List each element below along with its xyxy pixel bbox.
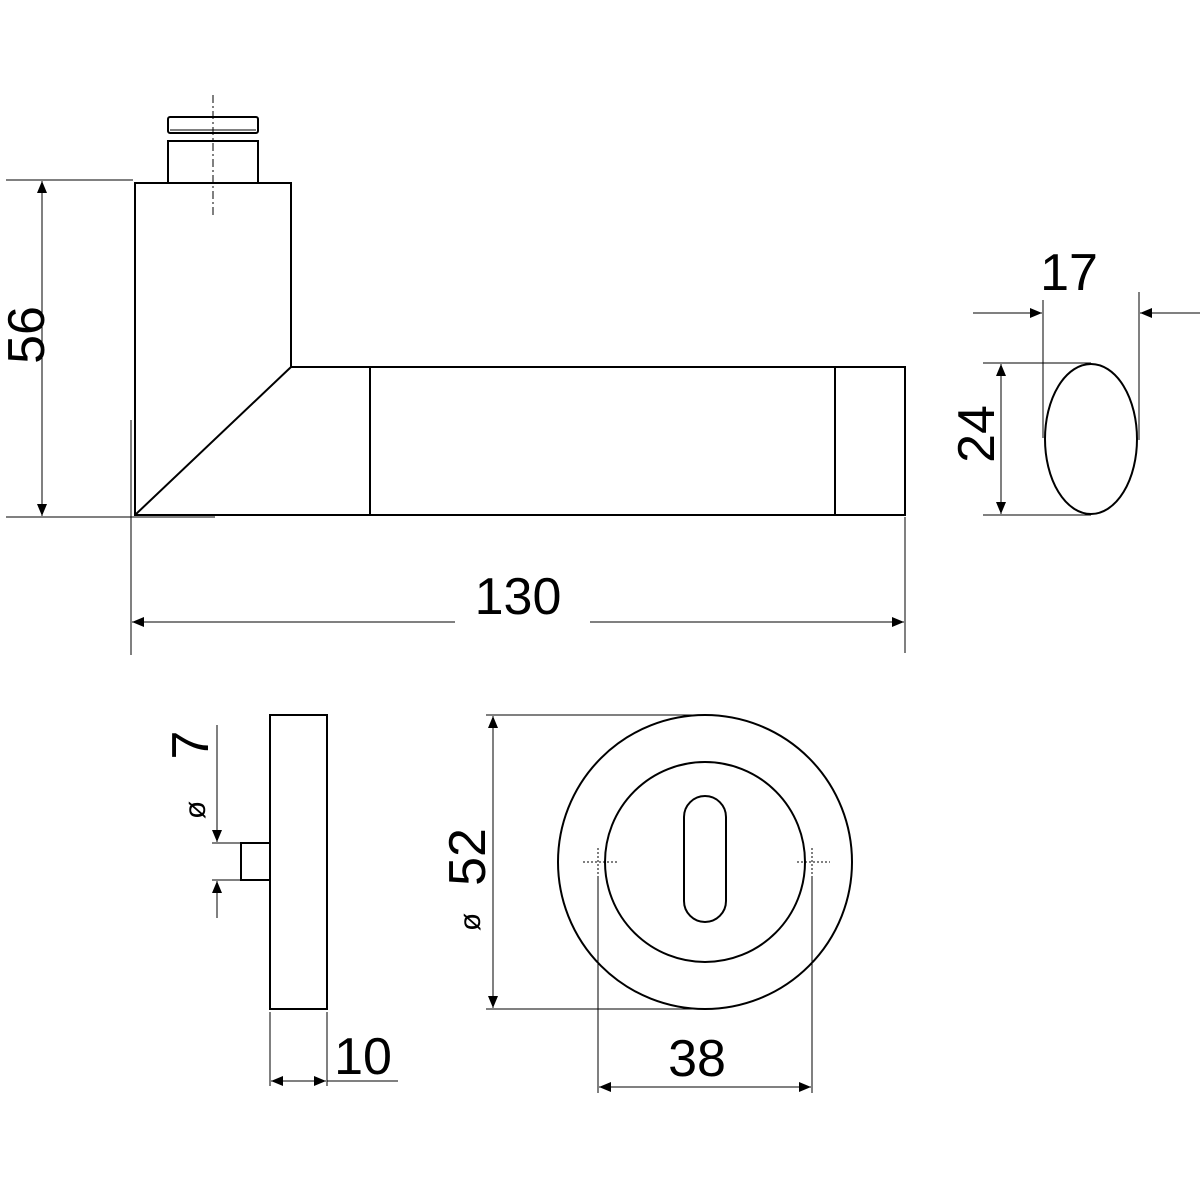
lever-height-label: 56 [0, 306, 56, 364]
rose-side-view: 7 ø 10 [162, 714, 398, 1086]
rose-thickness-label: 10 [334, 1028, 392, 1086]
spindle-stub [240, 842, 271, 881]
rose-outer-circle [557, 714, 853, 1010]
keyhole-slot [683, 795, 727, 923]
rose-plate-side [269, 714, 328, 1010]
grip-cross-section: 17 24 [948, 244, 1200, 516]
spindle-diameter-label: 7 [162, 731, 220, 760]
spindle-diameter-symbol: ø [179, 801, 212, 819]
screw-spacing-label: 38 [668, 1030, 726, 1088]
grip-oval [1044, 363, 1138, 515]
dimension-lever-length: 130 [130, 420, 906, 655]
lever-side-view [134, 95, 906, 516]
lever-length-label: 130 [475, 568, 562, 626]
lever-bevel-line [134, 366, 292, 516]
dimension-lever-height: 56 [0, 179, 215, 518]
grip-height-label: 24 [948, 405, 1006, 463]
rose-inner-circle [604, 761, 806, 963]
grip-depth-label: 17 [1040, 244, 1098, 302]
rose-diameter-label: 52 [439, 828, 497, 886]
rose-diameter-symbol: ø [454, 913, 487, 931]
rose-front-view: 52 ø 38 [439, 714, 853, 1093]
lever-body-outline [134, 182, 906, 516]
